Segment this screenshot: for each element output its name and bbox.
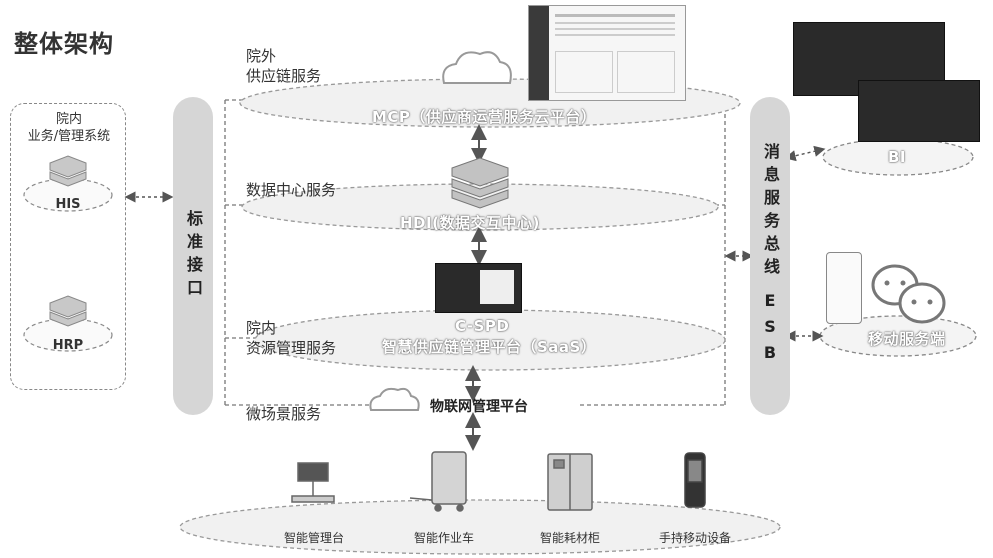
hdi-platform-label: HDI(数据交互中心) xyxy=(400,214,540,232)
layer-label-data-center: 数据中心服务 xyxy=(246,181,337,199)
device-label-cart: 智能作业车 xyxy=(413,531,474,545)
inner-systems-title: 院内 业务/管理系统 xyxy=(27,112,111,144)
layer-label-micro-scene: 微场景服务 xyxy=(246,405,322,423)
standard-interface-bar: 标准接口 xyxy=(173,97,213,415)
layer-label-supply-chain: 院外 供应链服务 xyxy=(246,47,322,85)
hrp-label: HRP xyxy=(52,338,84,353)
inner-systems-box xyxy=(10,103,126,390)
esb-label-en: ESB xyxy=(760,291,780,369)
cspd-platform-label-2: 智慧供应链管理平台（SaaS） xyxy=(382,338,597,356)
mobile-ellipse xyxy=(819,315,977,357)
mcp-screenshot xyxy=(528,5,686,101)
mobile-service-label: 移动服务端 xyxy=(868,330,946,348)
page-title: 整体架构 xyxy=(14,30,114,58)
his-label: HIS xyxy=(55,197,81,212)
esb-label-cn: 消息服务总线 xyxy=(761,143,780,281)
esb-bar: 消息服务总线 ESB xyxy=(750,97,790,415)
device-label-desk: 智能管理台 xyxy=(283,531,344,545)
device-label-handheld: 手持移动设备 xyxy=(658,531,731,545)
layer-label-resource: 院内 资源管理服务 xyxy=(246,319,337,357)
bi-label: BI xyxy=(888,148,907,166)
devices-ellipse xyxy=(179,499,781,555)
device-label-cabinet: 智能耗材柜 xyxy=(539,531,600,545)
mcp-platform-label: MCP（供应商运营服务云平台） xyxy=(372,108,597,126)
cspd-platform-label-1: C-SPD xyxy=(455,317,510,335)
bi-dashboard-screenshot-2 xyxy=(858,80,980,142)
cspd-device-image xyxy=(435,263,522,313)
standard-interface-label: 标准接口 xyxy=(184,210,203,302)
iot-platform-label: 物联网管理平台 xyxy=(430,399,528,415)
mobile-phone-screenshot xyxy=(826,252,862,324)
